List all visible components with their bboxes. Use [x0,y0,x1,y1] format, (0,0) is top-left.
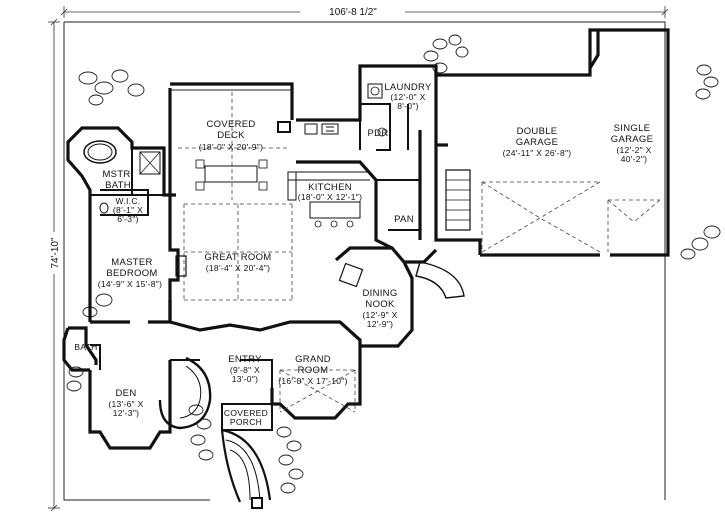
covered-deck-size: (18'-0" X 20'-9") [199,142,263,152]
entry-size-1: (9'-8" X [230,365,260,375]
grand-room-name-2: ROOM [298,365,329,376]
great-room-name: GREAT ROOM [204,252,271,263]
great-room-size: (18'-4" X 20'-4") [206,263,270,273]
wic-size-1: (8'-1" X [113,205,143,215]
master-bedroom-name-2: BEDROOM [106,268,157,279]
bath-name: BATH [74,342,97,352]
laundry-size-2: 8'-0") [397,101,419,111]
single-garage-name-2: GARAGE [611,134,653,145]
wic-name: W.I.C. [116,196,141,206]
dining-nook-size-1: (12'-9" X [362,310,397,320]
single-garage-size-1: (12'-2" X [616,145,651,155]
overall-width-label: 106'-8 1/2" [329,7,377,18]
den-size-1: (13'-6" X [108,399,143,409]
single-garage-size-2: 40'-2") [621,154,648,164]
exterior-walls [62,28,670,450]
dining-nook-name-1: DINING [362,288,397,299]
den-name: DEN [116,388,137,399]
depth-label-bg [44,232,64,274]
entry-name: ENTRY [228,354,262,365]
interior-partitions [90,103,420,404]
double-garage-name-1: DOUBLE [517,126,558,137]
dining-nook-size-2: 12'-9") [367,319,394,329]
ceiling-lines [178,92,661,413]
laundry-name: LAUNDRY [384,82,432,93]
covered-porch-name-1: COVERED [224,408,268,418]
double-garage-name-2: GARAGE [516,137,558,148]
den-size-2: 12'-3") [113,408,140,418]
covered-deck-name-1: COVERED [206,119,255,130]
site-outline [63,21,666,501]
width-label-bg [300,4,405,18]
wic-size-2: 6'-3") [117,214,139,224]
landscaping-shrubs [66,34,721,494]
covered-deck-name-2: DECK [217,130,245,141]
dining-nook-name-2: NOOK [365,299,395,310]
stairs [158,169,471,509]
overall-depth-label: 74'-10" [50,237,61,268]
master-bedroom-size: (14'-9" X 15'-8") [98,279,162,289]
single-garage-name-1: SINGLE [614,123,651,134]
room-labels: COVERED DECK (18'-0" X 20'-9") LAUNDRY (… [74,82,653,427]
master-bath-name-2: BATH [105,180,131,191]
kitchen-size: (18'-0" X 12'-1") [298,192,362,202]
laundry-size-1: (12'-0" X [390,92,425,102]
double-garage-size: (24'-11" X 26'-8") [503,148,572,158]
fixtures [83,83,387,288]
pan-name: PAN [394,214,414,225]
pdr-name: PDR [368,128,389,139]
master-bedroom-name-1: MASTER [111,257,152,268]
entry-size-2: 13'-0") [232,374,259,384]
kitchen-name: KITCHEN [308,182,352,193]
master-bath-name-1: MSTR. [102,169,133,180]
grand-room-name-1: GRAND [295,354,331,365]
covered-porch-name-2: PORCH [230,417,262,427]
grand-room-size: (16'-0" X 17'-10") [278,376,348,386]
